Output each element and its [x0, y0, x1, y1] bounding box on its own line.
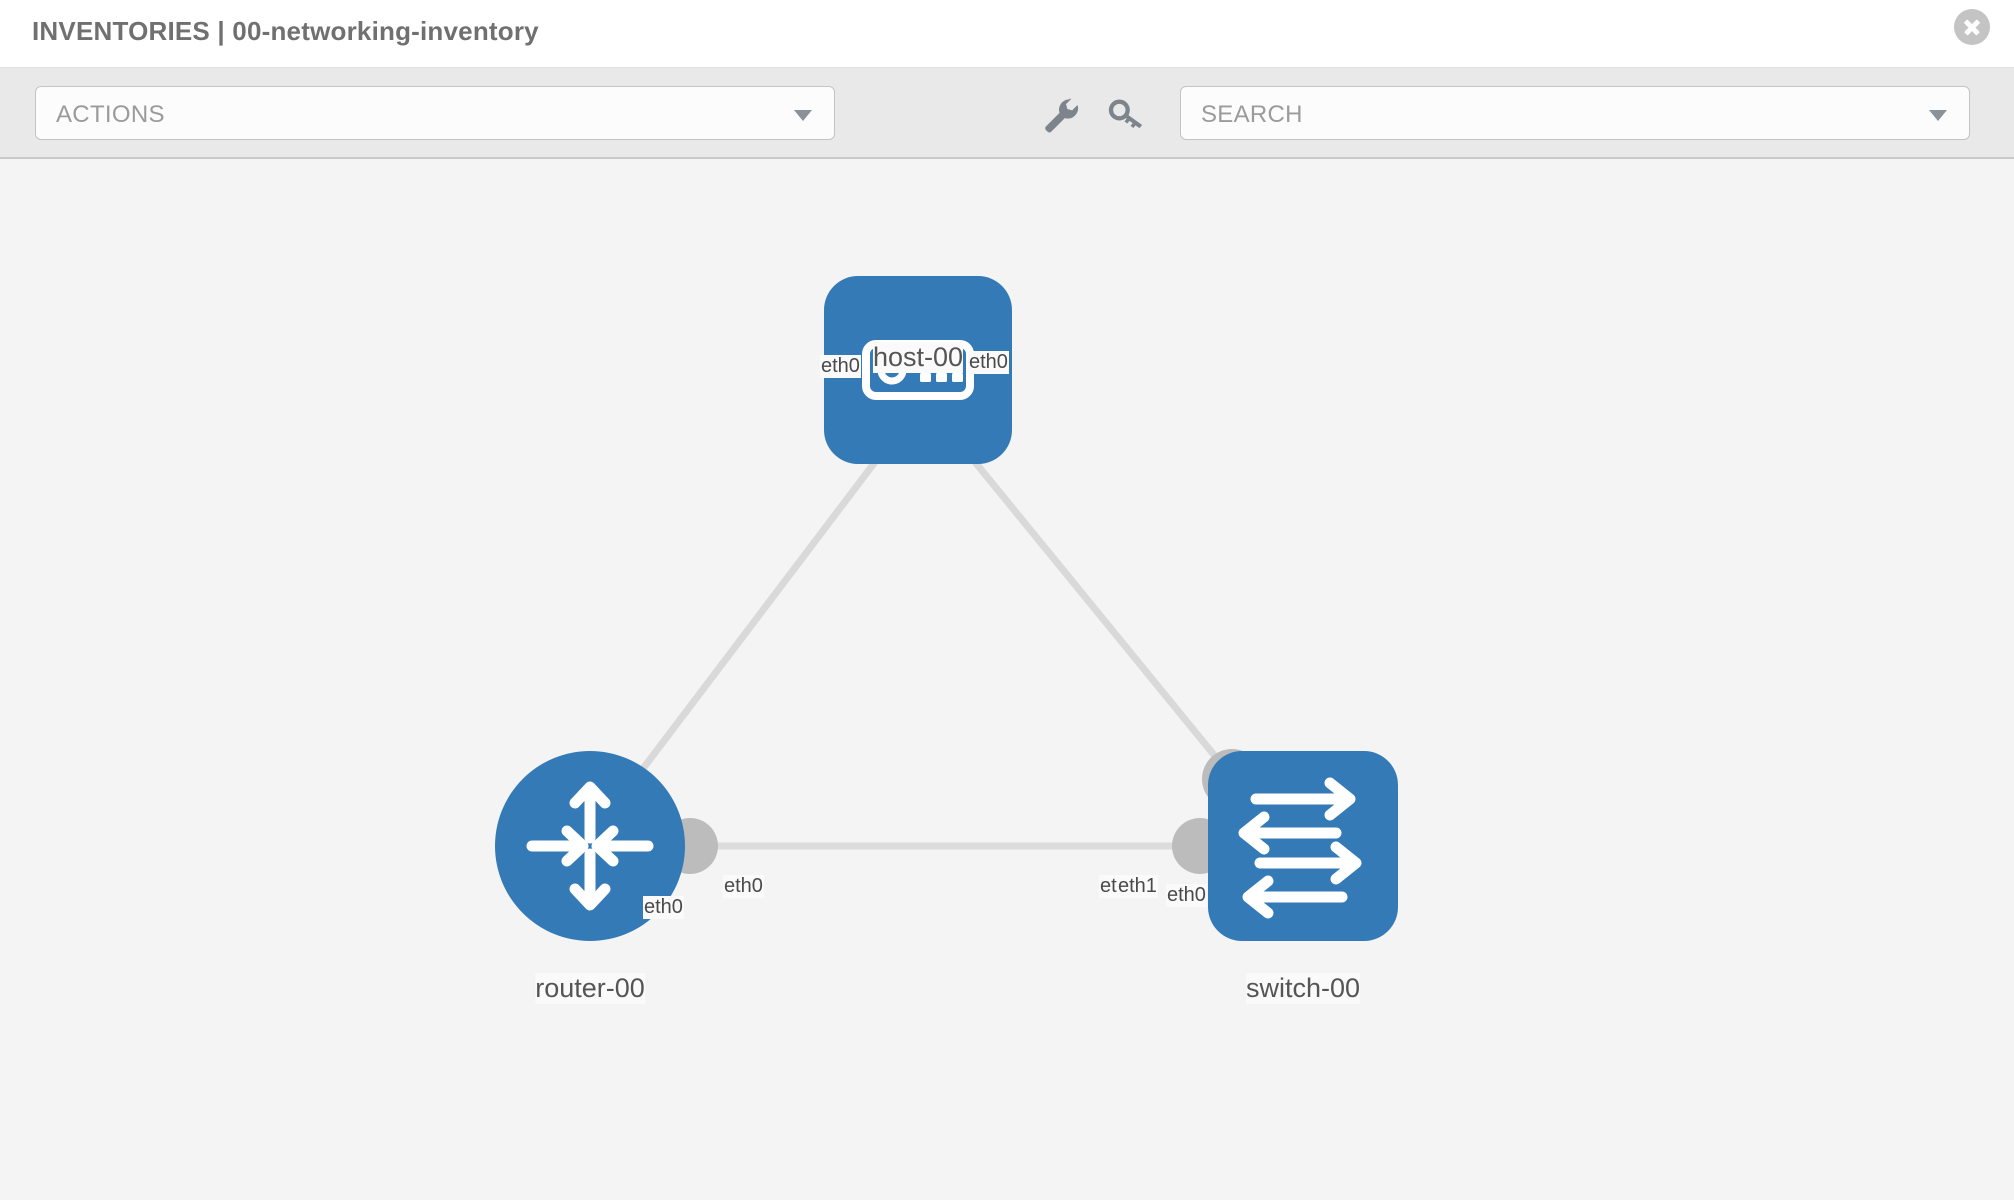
- iface-label-router-up: eth0: [643, 896, 684, 919]
- chevron-down-icon: [1929, 110, 1947, 121]
- topology-canvas[interactable]: host-00 router-00 switch-00 eth0 eth0 et…: [0, 159, 2014, 1200]
- topology-graph: [495, 276, 1398, 941]
- iface-label-router-right: eth0: [723, 875, 764, 898]
- toolbar: ACTIONS SEARCH: [0, 68, 2014, 159]
- node-label-switch-00: switch-00: [1245, 973, 1361, 1004]
- link-host-router: [617, 426, 903, 802]
- topology-links: [617, 426, 1253, 850]
- chevron-down-icon: [794, 110, 812, 121]
- actions-dropdown-label: ACTIONS: [56, 101, 165, 128]
- key-icon[interactable]: [1105, 94, 1149, 134]
- page-title: INVENTORIES | 00-networking-inventory: [32, 16, 539, 46]
- search-input[interactable]: SEARCH: [1180, 86, 1970, 140]
- node-label-router-00: router-00: [535, 973, 645, 1004]
- node-router-00[interactable]: [495, 751, 685, 941]
- iface-label-switch-left-b: eth1: [1117, 875, 1158, 898]
- node-label-host-00: host-00: [872, 342, 964, 373]
- topology-connectors: [662, 401, 1262, 874]
- iface-label-host-right: eth0: [968, 351, 1009, 374]
- link-host-switch: [945, 426, 1253, 802]
- search-placeholder: SEARCH: [1201, 101, 1303, 128]
- iface-label-host-left: eth0: [820, 355, 861, 378]
- node-switch-00[interactable]: [1208, 751, 1398, 941]
- actions-dropdown[interactable]: ACTIONS: [35, 86, 835, 140]
- iface-label-switch-up: eth0: [1166, 884, 1207, 907]
- close-icon[interactable]: [1954, 9, 1990, 45]
- wrench-icon[interactable]: [1038, 94, 1082, 134]
- page-header: INVENTORIES | 00-networking-inventory: [0, 0, 2014, 68]
